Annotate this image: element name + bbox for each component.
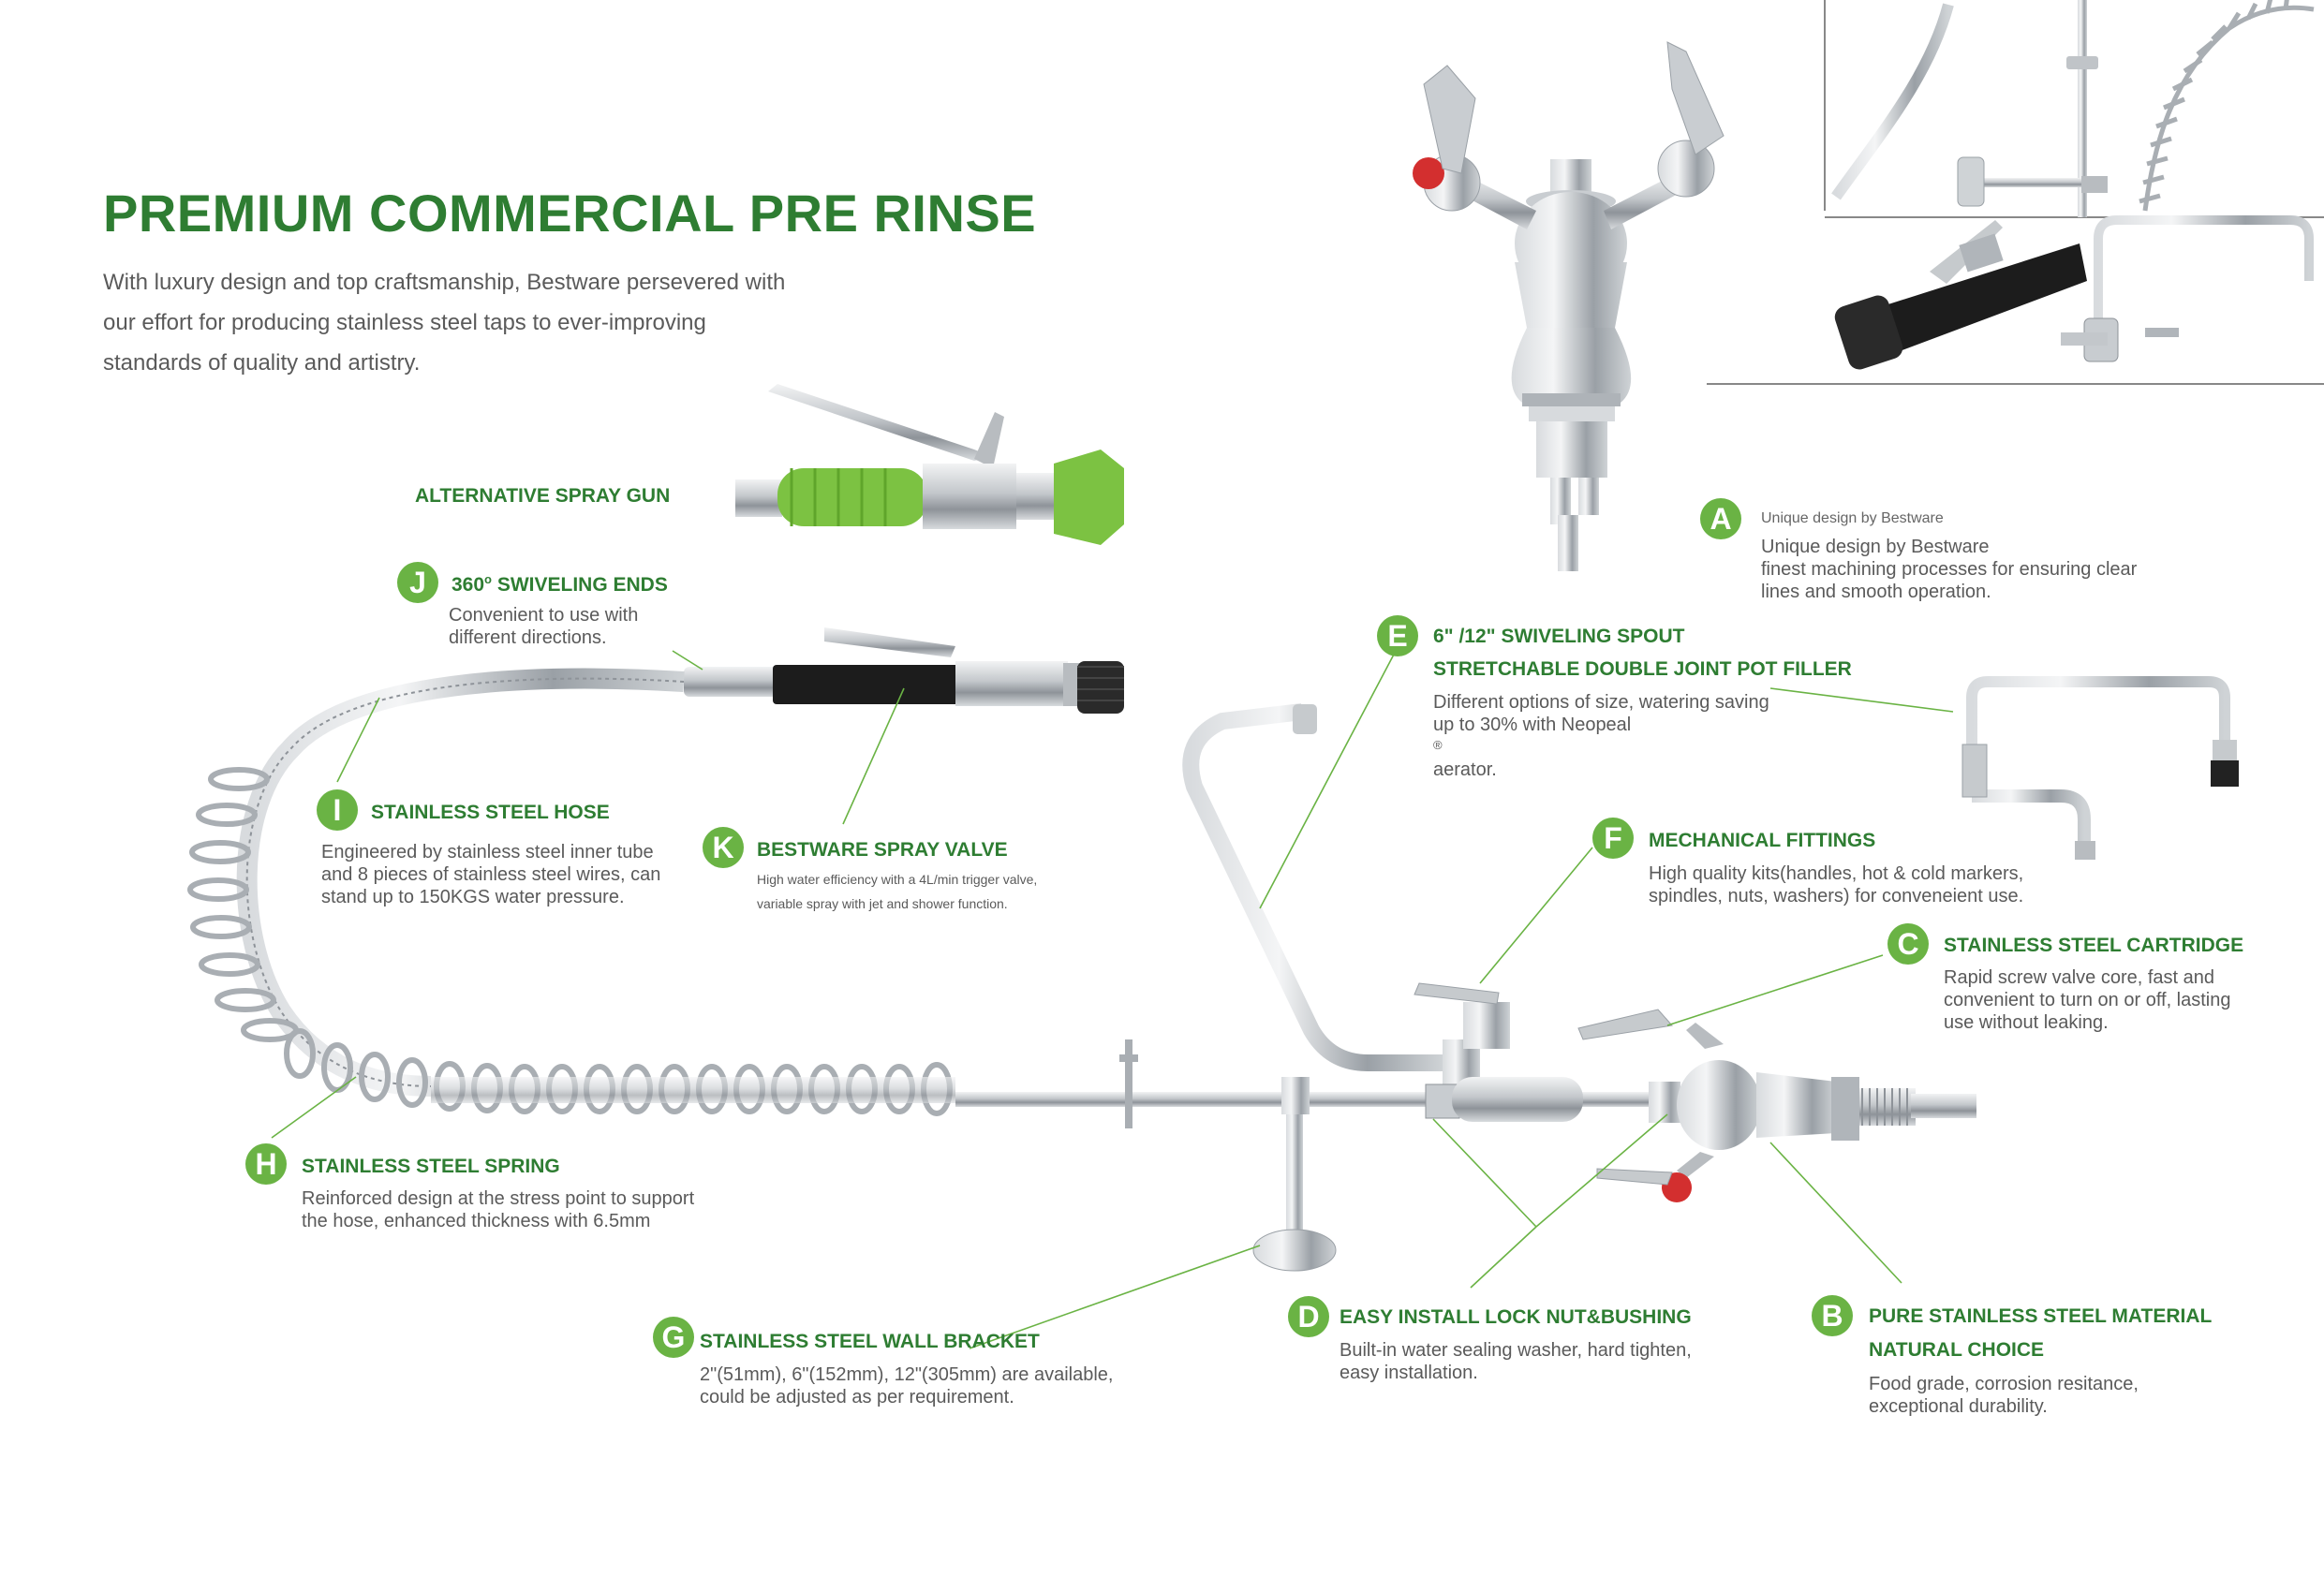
badge-d: D	[1288, 1296, 1329, 1337]
feature-e-subtitle: STRETCHABLE DOUBLE JOINT POT FILLER	[1433, 658, 1852, 680]
badge-c: C	[1887, 923, 1929, 965]
feature-a-description: Unique design by Bestware finest machini…	[1761, 536, 2137, 603]
right-valve-illustration	[1577, 1009, 1976, 1202]
feature-a-line: Unique design by Bestware	[1761, 537, 1990, 557]
feature-b-description: Food grade, corrosion resitance, excepti…	[1869, 1373, 2139, 1418]
feature-j-title-number: 360	[451, 574, 485, 596]
detail-hose	[1831, 3, 1954, 200]
feature-a-caption: Unique design by Bestware	[1761, 510, 1944, 526]
detail-photo-frame	[1707, 0, 2324, 385]
badge-g: G	[653, 1317, 694, 1358]
badge-j: J	[397, 562, 438, 603]
feature-h-title: STAINLESS STEEL SPRING	[302, 1156, 560, 1177]
page-title: PREMIUM COMMERCIAL PRE RINSE	[103, 184, 1037, 243]
feature-e-line2-text: up to 30% with Neopeal	[1433, 715, 1632, 735]
callout-leader-lines	[271, 650, 1954, 1349]
badge-k: K	[703, 827, 744, 868]
pot-filler-illustration	[1961, 676, 2239, 860]
badge-a: A	[1700, 498, 1741, 539]
feature-c-line: convenient to turn on or off, lasting	[1944, 990, 2231, 1010]
detail-spring	[2139, 0, 2315, 212]
feature-k-title: BESTWARE SPRAY VALVE	[757, 839, 1008, 861]
feature-b-subtitle: NATURAL CHOICE	[1869, 1339, 2045, 1361]
feature-k-line: variable spray with jet and shower funct…	[757, 896, 1008, 911]
feature-h-description: Reinforced design at the stress point to…	[302, 1187, 694, 1232]
badge-e: E	[1377, 615, 1418, 656]
feature-g-title: STAINLESS STEEL WALL BRACKET	[700, 1331, 1040, 1352]
feature-b-line: Food grade, corrosion resitance,	[1869, 1374, 2139, 1394]
registered-mark: ®	[1433, 738, 1443, 752]
intro-line: With luxury design and top craftsmanship…	[103, 270, 786, 295]
feature-c-line: use without leaking.	[1944, 1012, 2109, 1033]
lock-nut-illustration	[1452, 1077, 1583, 1122]
feature-d-description: Built-in water sealing washer, hard tigh…	[1340, 1339, 1692, 1384]
feature-d-title: EASY INSTALL LOCK NUT&BUSHING	[1340, 1306, 1692, 1328]
detail-spray-valve	[1834, 220, 2087, 370]
badge-f: F	[1592, 818, 1634, 859]
feature-j-line: different directions.	[449, 627, 607, 648]
intro-line: our effort for producing stainless steel…	[103, 310, 706, 335]
main-pipe-illustration	[955, 1092, 1714, 1107]
feature-f-line: High quality kits(handles, hot & cold ma…	[1649, 863, 2024, 884]
feature-i-line: stand up to 150KGS water pressure.	[321, 887, 625, 907]
alt-spray-gun-label: ALTERNATIVE SPRAY GUN	[415, 485, 671, 507]
wall-bracket-illustration	[1252, 1077, 1337, 1272]
degree-symbol: o	[484, 572, 492, 586]
feature-j-title: 360o SWIVELING ENDS	[451, 572, 668, 597]
detail-pot-filler	[2061, 215, 2314, 362]
feature-c-description: Rapid screw valve core, fast and conveni…	[1944, 966, 2231, 1034]
feature-h-line: the hose, enhanced thickness with 6.5mm	[302, 1211, 651, 1231]
feature-d-line: easy installation.	[1340, 1363, 1478, 1383]
feature-i-line: Engineered by stainless steel inner tube	[321, 842, 654, 862]
feature-f-description: High quality kits(handles, hot & cold ma…	[1649, 862, 2023, 907]
spray-valve-illustration	[684, 627, 1124, 714]
intro-line: standards of quality and artistry.	[103, 350, 421, 376]
cartridge-valve-illustration	[1413, 41, 1724, 571]
feature-k-description: High water efficiency with a 4L/min trig…	[757, 867, 1037, 916]
feature-j-title-text: SWIVELING ENDS	[492, 574, 668, 596]
feature-a-line: lines and smooth operation.	[1761, 582, 1991, 602]
feature-e-title: 6" /12" SWIVELING SPOUT	[1433, 626, 1685, 647]
feature-i-title: STAINLESS STEEL HOSE	[371, 802, 610, 823]
feature-k-line: High water efficiency with a 4L/min trig…	[757, 872, 1038, 887]
feature-c-line: Rapid screw valve core, fast and	[1944, 967, 2215, 988]
feature-e-line2-end: aerator.	[1433, 759, 1497, 780]
detail-pole	[2078, 0, 2087, 217]
feature-g-description: 2"(51mm), 6"(152mm), 12"(305mm) are avai…	[700, 1363, 1113, 1408]
feature-d-line: Built-in water sealing washer, hard tigh…	[1340, 1340, 1692, 1361]
feature-e-line: Different options of size, watering savi…	[1433, 692, 1769, 713]
feature-e-line: up to 30% with Neopeal ® aerator.	[1433, 714, 1769, 781]
feature-c-title: STAINLESS STEEL CARTRIDGE	[1944, 935, 2244, 956]
feature-g-line: 2"(51mm), 6"(152mm), 12"(305mm) are avai…	[700, 1364, 1114, 1385]
feature-b-line: exceptional durability.	[1869, 1396, 2048, 1417]
feature-i-line: and 8 pieces of stainless steel wires, c…	[321, 864, 661, 885]
intro-paragraph: With luxury design and top craftsmanship…	[103, 262, 871, 383]
feature-a-line: finest machining processes for ensuring …	[1761, 559, 2138, 580]
badge-b: B	[1812, 1295, 1853, 1336]
feature-i-description: Engineered by stainless steel inner tube…	[321, 841, 660, 908]
feature-e-description: Different options of size, watering savi…	[1433, 691, 1769, 781]
feature-g-line: could be adjusted as per requirement.	[700, 1387, 1014, 1408]
pre-rinse-spout-illustration	[1182, 703, 1443, 1071]
feature-j-description: Convenient to use with different directi…	[449, 604, 638, 649]
feature-b-title: PURE STAINLESS STEEL MATERIAL	[1869, 1305, 2213, 1327]
feature-h-line: Reinforced design at the stress point to…	[302, 1188, 695, 1209]
feature-j-line: Convenient to use with	[449, 605, 639, 626]
badge-h: H	[245, 1143, 287, 1185]
feature-f-line: spindles, nuts, washers) for conveneient…	[1649, 886, 2024, 906]
alternative-spray-gun-illustration	[735, 384, 1124, 545]
feature-f-title: MECHANICAL FITTINGS	[1649, 830, 1876, 851]
badge-i: I	[317, 789, 358, 831]
